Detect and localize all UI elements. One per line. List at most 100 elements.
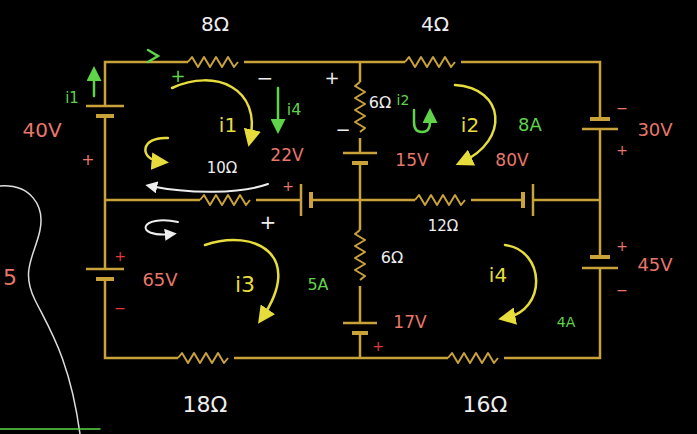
battery-plate	[582, 267, 618, 270]
loop-current-label: i4	[489, 265, 507, 285]
voltage-value: 17V	[393, 314, 426, 331]
polarity-sign: −	[335, 121, 350, 139]
resistor-value: 6Ω	[381, 250, 403, 266]
voltage-value: 15V	[395, 152, 428, 169]
current-arrow	[277, 88, 280, 128]
resistor-value: 6Ω	[369, 95, 391, 111]
loop-current-label: i3	[235, 274, 255, 296]
current-arrow	[150, 184, 268, 192]
polarity-sign: +	[114, 249, 126, 263]
voltage-value: 45V	[637, 256, 672, 274]
voltage-value: 40V	[22, 120, 61, 140]
cut-off-text: 5	[3, 267, 17, 289]
current-arrow	[414, 110, 430, 132]
resistor-symbol	[355, 230, 365, 280]
battery-plate	[96, 114, 114, 118]
wire-gap	[448, 351, 504, 365]
wire-gap	[355, 154, 365, 162]
battery-plate	[352, 161, 368, 165]
sketch-outline	[0, 186, 80, 434]
wire-gap	[355, 324, 365, 332]
loop-arrow	[455, 85, 495, 162]
battery-plate	[343, 322, 377, 325]
wire-gap	[200, 193, 256, 207]
polarity-sign: +	[616, 239, 628, 253]
current-value: 5A	[307, 277, 328, 293]
resistor-symbol	[178, 353, 228, 363]
polarity-sign: −	[616, 101, 628, 115]
resistor-value: 10Ω	[207, 161, 238, 176]
polarity-sign: +	[81, 152, 94, 168]
wire-gap	[405, 55, 461, 69]
outer-wire	[105, 62, 600, 358]
battery-plate	[532, 184, 535, 216]
wire-gaps	[100, 55, 605, 365]
resistor-value: 8Ω	[201, 14, 229, 34]
polarity-sign: +	[282, 179, 294, 193]
battery-plate	[343, 152, 377, 155]
polarity-sign: +	[260, 212, 277, 232]
resistor-value: 12Ω	[428, 219, 459, 234]
battery-plate	[309, 192, 313, 208]
current-label: i1	[65, 91, 79, 106]
resistor-value: 16Ω	[463, 394, 508, 416]
polarity-sign: −	[114, 301, 126, 315]
voltage-value: 22V	[270, 147, 303, 164]
wire-gap	[595, 258, 605, 267]
resistors	[178, 57, 498, 363]
current-arrow	[93, 72, 96, 96]
resistor-symbol	[448, 353, 498, 363]
resistor-symbol	[188, 57, 238, 67]
resistor-value: 18Ω	[183, 394, 228, 416]
battery-plate	[582, 128, 618, 131]
voltage-value: 30V	[637, 121, 672, 139]
battery-plate	[86, 105, 124, 108]
current-value: 4A	[557, 315, 575, 329]
battery-plate	[590, 117, 610, 121]
loop-arrow	[505, 245, 536, 318]
loop-current-label: i1	[219, 115, 237, 135]
batteries	[86, 106, 618, 333]
wire-gap	[302, 195, 310, 205]
wire-gap	[188, 55, 244, 69]
polarity-sign: +	[170, 67, 185, 85]
wire-gap	[595, 120, 605, 128]
wire-gap	[415, 193, 471, 207]
wire-gap	[353, 230, 367, 286]
battery-plate	[86, 268, 124, 271]
current-label: i2	[397, 93, 410, 107]
polarity-sign: +	[372, 339, 384, 353]
polarity-sign: −	[257, 68, 274, 88]
loop-current-label: i2	[461, 115, 479, 135]
polarity-sign: +	[324, 69, 339, 87]
resistor-symbol	[405, 57, 455, 67]
loop-arrow	[205, 240, 278, 318]
resistor-symbol	[355, 82, 365, 132]
wires	[105, 62, 600, 358]
voltage-value: 80V	[495, 152, 528, 169]
wire-gap	[100, 107, 110, 115]
current-value: 8A	[518, 116, 542, 134]
battery-plate	[590, 255, 610, 259]
wire-gap	[353, 82, 367, 138]
loop-arrow	[145, 138, 168, 162]
battery-plate	[300, 184, 303, 216]
resistor-value: 4Ω	[421, 14, 449, 34]
direction-mark	[148, 50, 158, 62]
battery-plate	[352, 331, 368, 335]
wire-gap	[178, 351, 234, 365]
current-label: i4	[287, 102, 302, 118]
wire-gap	[524, 195, 532, 205]
resistor-symbol	[200, 195, 250, 205]
battery-plate	[521, 192, 525, 208]
loop-arrow	[172, 80, 252, 140]
loop-arrow	[146, 220, 178, 234]
sketch-line	[0, 428, 100, 430]
resistor-symbol	[415, 195, 465, 205]
battery-plate	[96, 277, 114, 281]
annotations	[0, 50, 536, 434]
voltage-value: 65V	[142, 271, 177, 289]
polarity-sign: +	[616, 143, 628, 157]
